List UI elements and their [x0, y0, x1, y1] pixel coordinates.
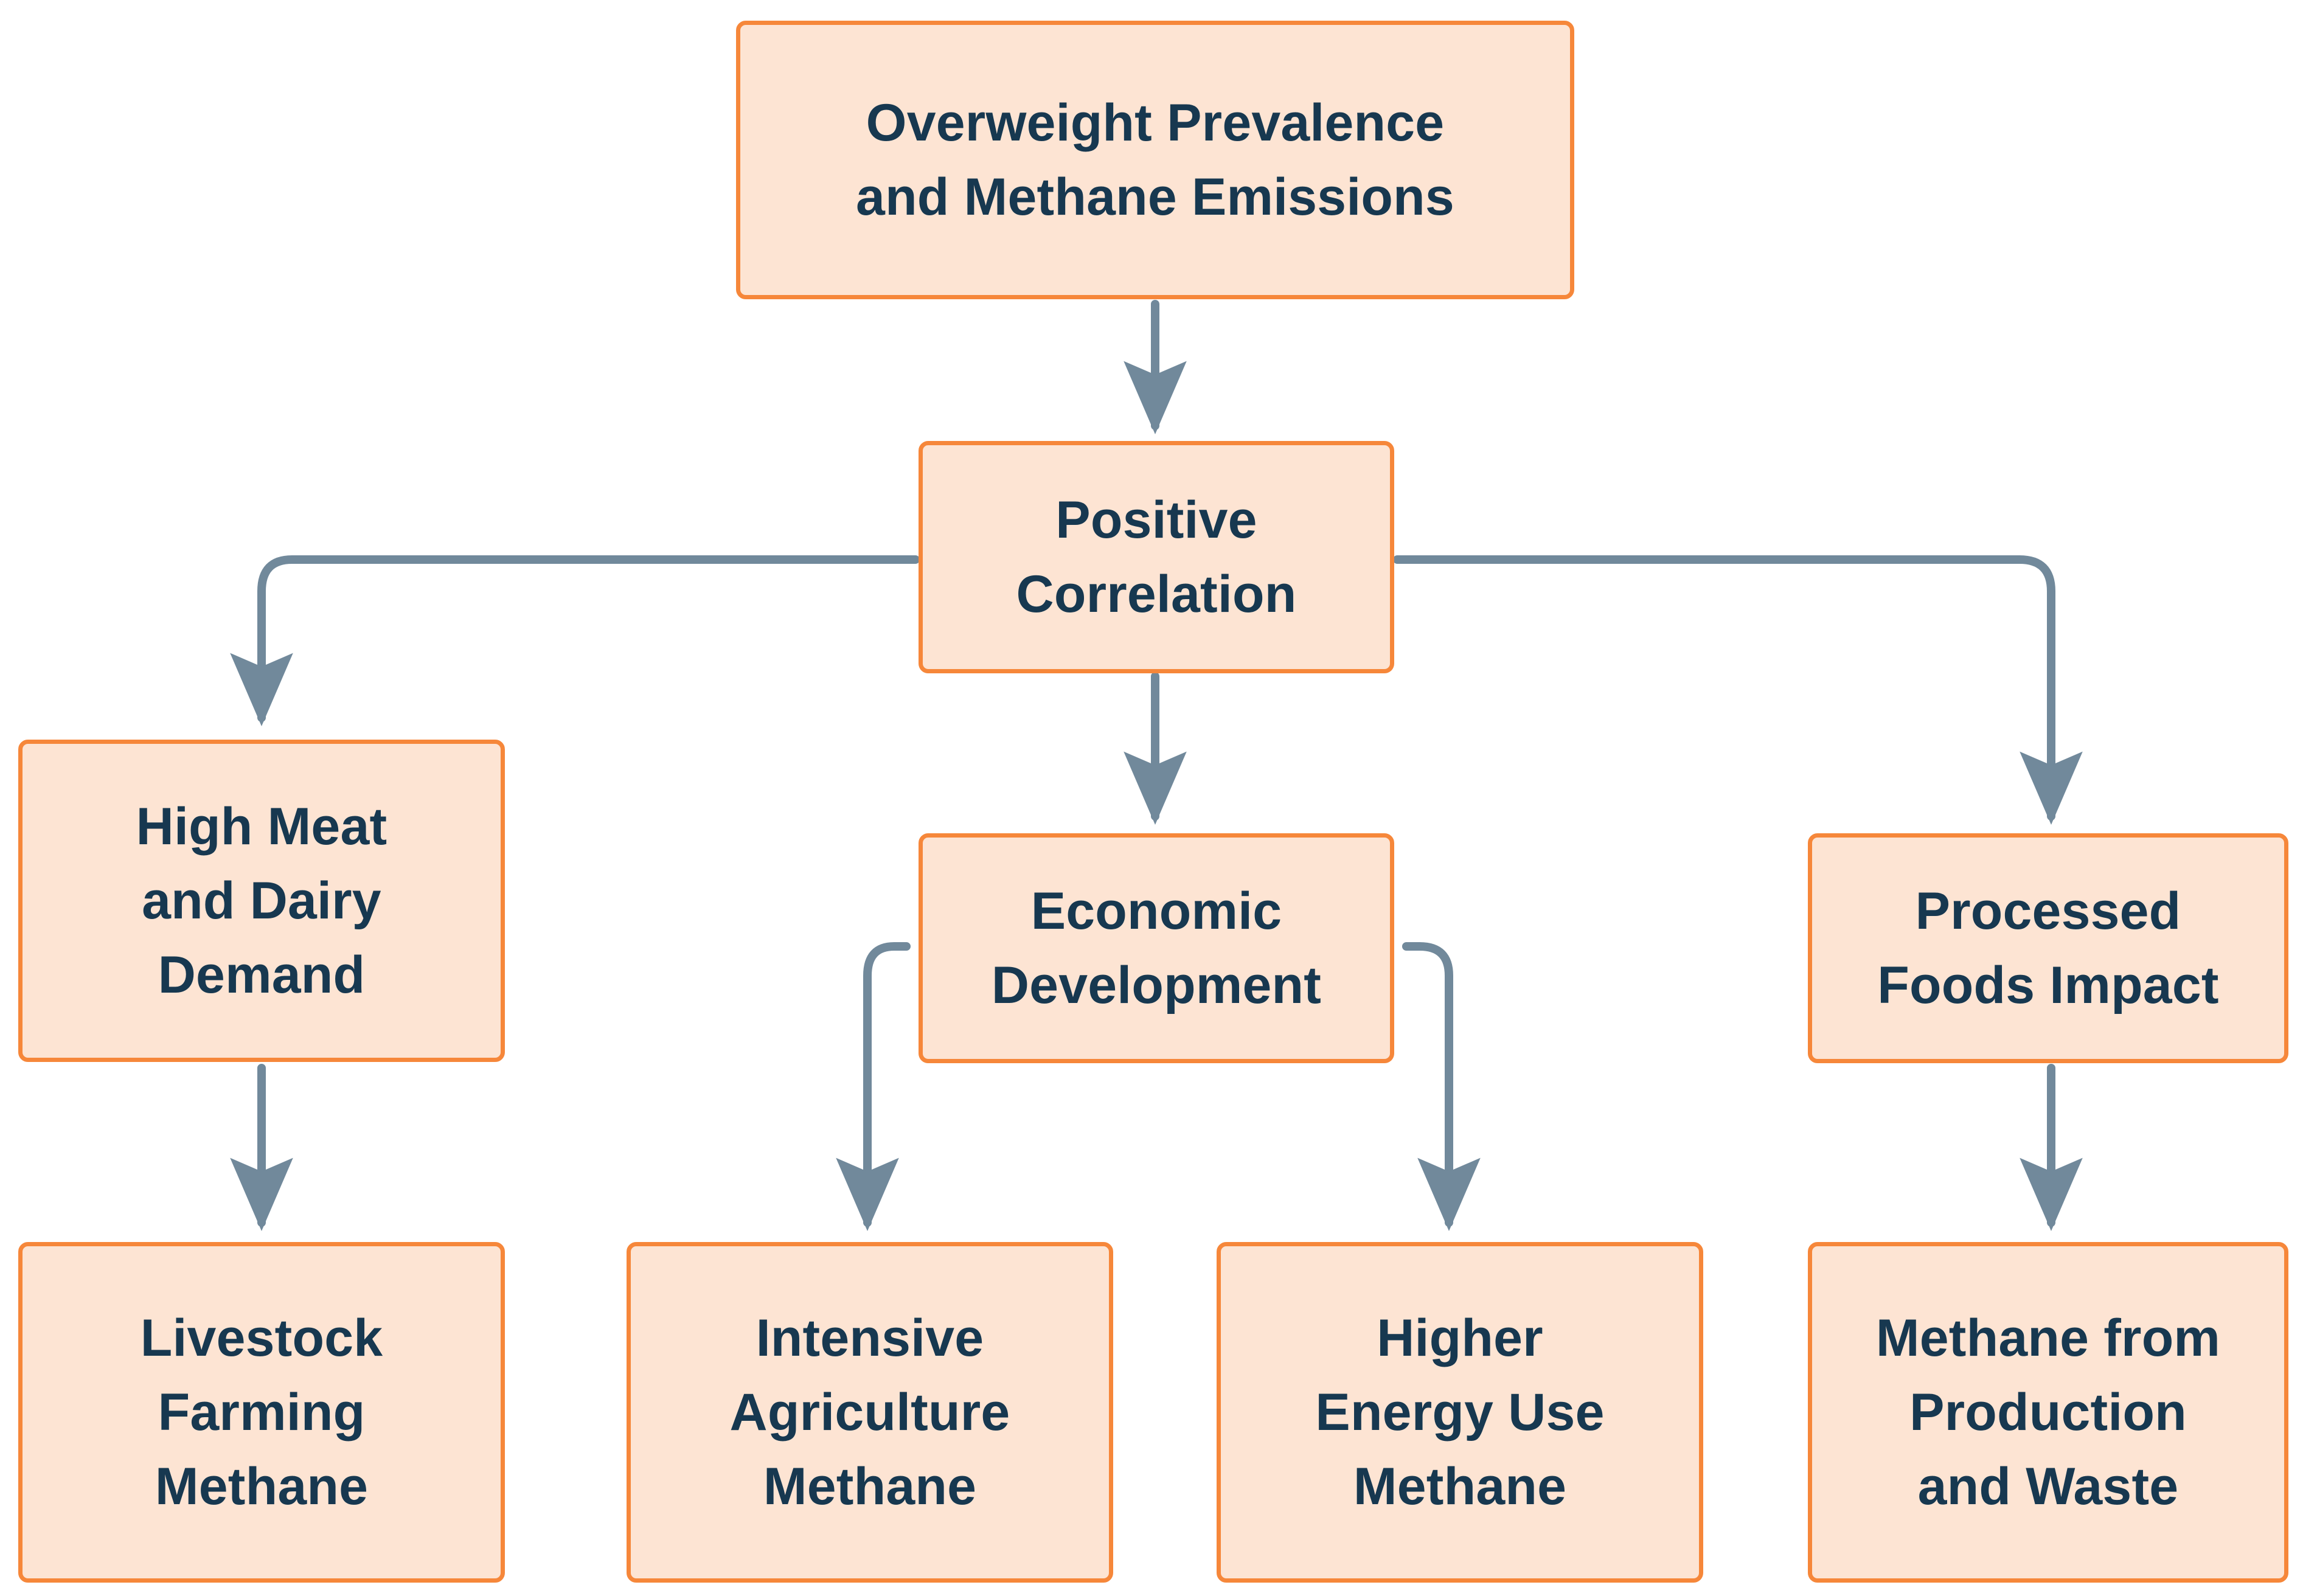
node-livestock-farming-methane[interactable]: Livestock Farming Methane: [18, 1242, 505, 1583]
edge-economic-intensive: [836, 942, 911, 1232]
node-positive-correlation[interactable]: Positive Correlation: [919, 441, 1394, 673]
node-label: High Meat and Dairy Demand: [136, 797, 387, 1005]
edge-correlation-processed: [1393, 555, 2083, 825]
node-high-meat-and-dairy-demand[interactable]: High Meat and Dairy Demand: [18, 740, 505, 1062]
node-intensive-agriculture-methane[interactable]: Intensive Agriculture Methane: [627, 1242, 1113, 1583]
node-label: Economic Development: [991, 881, 1322, 1015]
node-overweight-prevalence-and-methane-emissions[interactable]: Overweight Prevalence and Methane Emissi…: [736, 21, 1574, 299]
node-methane-from-production-and-waste[interactable]: Methane from Production and Waste: [1808, 1242, 2288, 1583]
node-label: Positive Correlation: [1016, 490, 1297, 623]
node-higher-energy-use-methane[interactable]: Higher Energy Use Methane: [1217, 1242, 1703, 1583]
node-processed-foods-impact[interactable]: Processed Foods Impact: [1808, 833, 2288, 1063]
node-label: Intensive Agriculture Methane: [729, 1308, 1010, 1516]
node-label: Overweight Prevalence and Methane Emissi…: [856, 93, 1454, 226]
node-label: Livestock Farming Methane: [140, 1308, 383, 1516]
node-label: Processed Foods Impact: [1877, 881, 2219, 1015]
node-label: Higher Energy Use Methane: [1315, 1308, 1605, 1516]
node-label: Methane from Production and Waste: [1875, 1308, 2221, 1516]
edge-economic-energy: [1402, 942, 1481, 1232]
node-economic-development[interactable]: Economic Development: [919, 833, 1394, 1063]
edge-correlation-meat: [230, 555, 920, 727]
